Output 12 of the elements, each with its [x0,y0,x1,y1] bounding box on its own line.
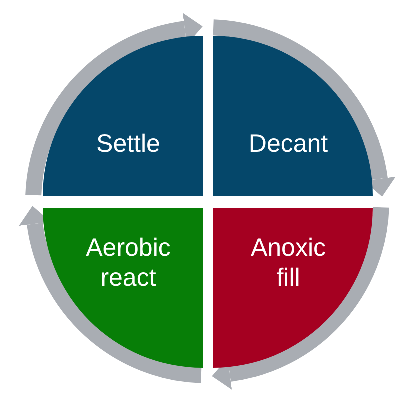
quadrant-segment [42,36,202,196]
cycle-arrow [212,20,396,197]
phase-label: Decant [248,128,330,158]
phase-label: Aerobic react [85,232,172,292]
quadrant-segment [42,208,202,368]
cycle-arrow [19,206,202,384]
cycle-arrow [212,206,390,390]
quadrant-segment [212,208,372,368]
phase-label: Anoxic fill [250,232,328,292]
quadrant-segment [212,36,372,196]
cycle-arrow [26,13,203,196]
phase-label: Settle [96,128,162,158]
